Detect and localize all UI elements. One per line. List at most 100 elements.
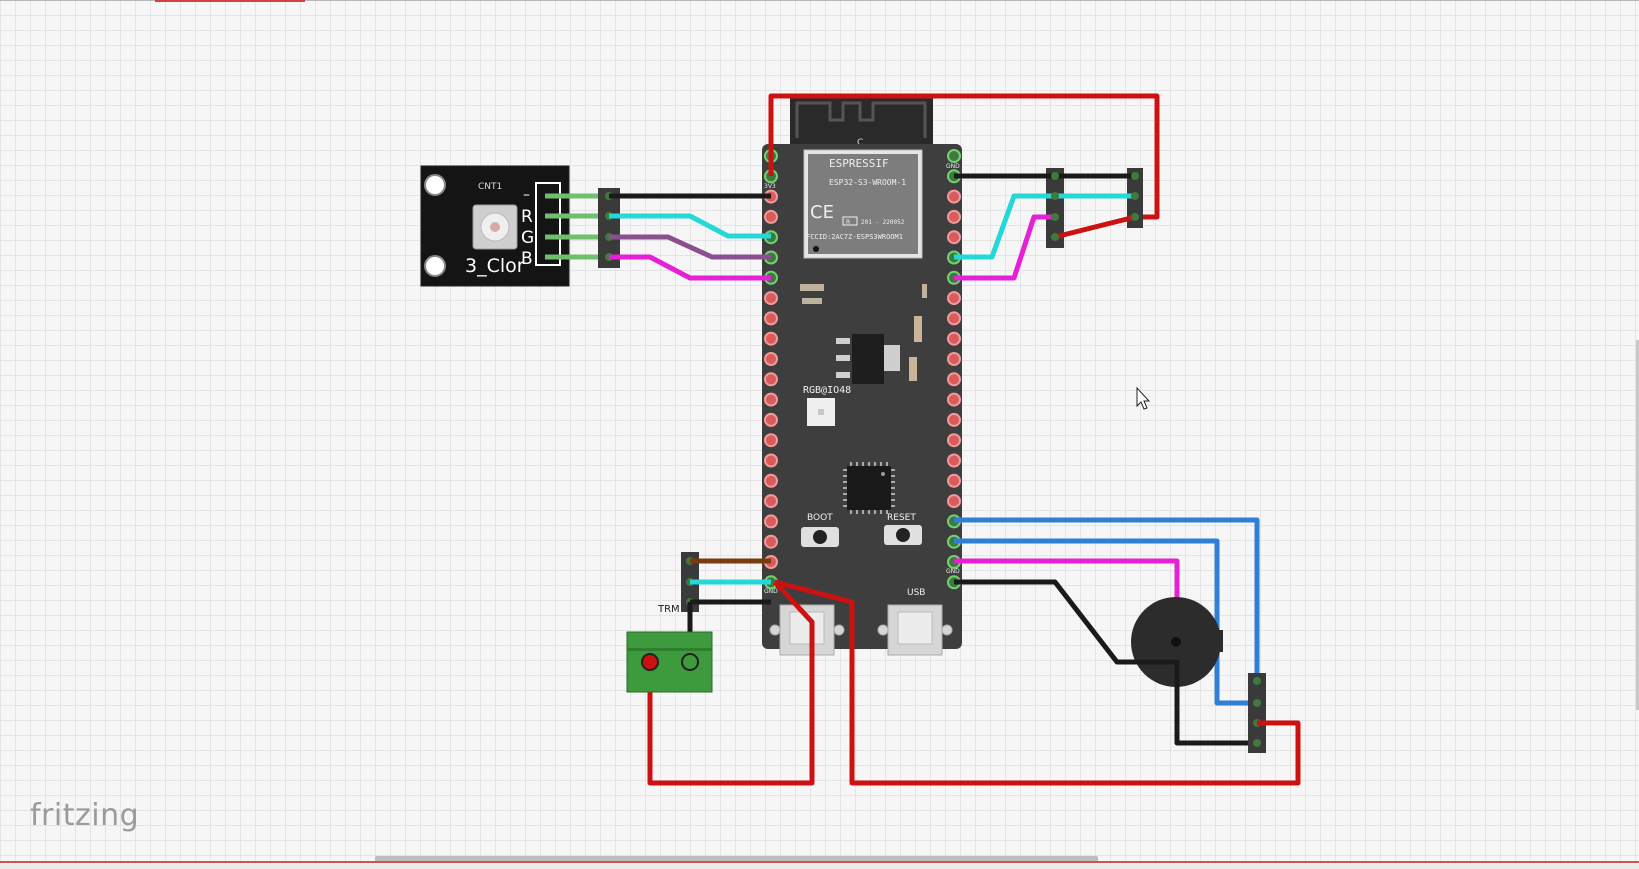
right-pin[interactable] xyxy=(947,331,961,346)
wire-blue-2[interactable] xyxy=(954,538,1257,706)
rgb-module-leads xyxy=(545,193,605,260)
smd-resistor-b xyxy=(802,298,822,304)
smd-resistor-a xyxy=(800,284,824,291)
cert-code: 201 - 220052 xyxy=(861,219,905,226)
left-pin[interactable] xyxy=(764,494,778,509)
pin-label-frame xyxy=(535,182,561,266)
chip-dot xyxy=(881,472,885,476)
terminal-label: TRM xyxy=(657,604,680,615)
left-pin[interactable] xyxy=(764,412,778,427)
right-pin[interactable] xyxy=(947,392,961,407)
mount-hole-top xyxy=(424,174,446,196)
usb-port-uart[interactable] xyxy=(769,604,845,656)
rgb-module-ref: CNT1 xyxy=(478,182,502,192)
fcc-id: FCCID:2AC7Z-ESPS3WROOM1 xyxy=(806,233,903,241)
screw-terminal[interactable] xyxy=(626,631,713,693)
top-right-header-pins xyxy=(1051,172,1139,241)
boot-button[interactable] xyxy=(801,527,839,547)
fritzing-logo: fritzing xyxy=(30,798,140,833)
right-pin[interactable] xyxy=(947,230,961,245)
onboard-rgb-label: RGB@IO48 xyxy=(803,385,851,396)
rgb-led-die xyxy=(490,222,500,232)
wire-gnd-buzzer[interactable] xyxy=(954,579,1257,746)
esp32-pcb xyxy=(762,144,962,649)
header-body xyxy=(598,188,620,268)
module-model: ESP32-S3-WROOM-1 xyxy=(829,178,906,187)
smd-cap-b xyxy=(914,316,922,342)
antenna-trace xyxy=(795,101,927,138)
left-pin-header[interactable] xyxy=(764,149,778,590)
right-pin[interactable] xyxy=(947,291,961,306)
right-pin[interactable] xyxy=(947,453,961,468)
left-pin[interactable] xyxy=(764,311,778,326)
mount-hole-bottom xyxy=(424,255,446,277)
vertical-scroll-edge[interactable] xyxy=(1636,340,1639,710)
right-pin[interactable] xyxy=(947,433,961,448)
canvas-bottom-edge xyxy=(0,861,1639,869)
r-mark-box xyxy=(842,216,858,226)
r-mark: R xyxy=(846,219,850,226)
usb-port-otg[interactable] xyxy=(877,604,953,656)
left-pin[interactable] xyxy=(764,473,778,488)
left-pin[interactable] xyxy=(764,209,778,224)
espressif-brand: ESPRESSIF xyxy=(829,157,889,170)
canvas-top-border xyxy=(0,0,1639,1)
left-pin[interactable] xyxy=(764,291,778,306)
wire-rgb-b[interactable] xyxy=(609,254,771,281)
regulator-pins xyxy=(836,338,900,378)
right-pin[interactable] xyxy=(947,494,961,509)
wire-cyan-top-right[interactable] xyxy=(954,193,1135,260)
reset-button[interactable] xyxy=(884,525,922,545)
wire-magenta-top-right[interactable] xyxy=(954,214,1055,281)
left-pin-gnd-label: GND xyxy=(764,588,778,595)
onboard-rgb-led-die xyxy=(818,409,824,415)
left-pin[interactable] xyxy=(764,392,778,407)
active-tab-indicator xyxy=(155,0,305,2)
wire-rgb-g[interactable] xyxy=(609,234,771,260)
left-pin[interactable] xyxy=(764,331,778,346)
left-pin[interactable] xyxy=(764,372,778,387)
right-pin[interactable] xyxy=(947,352,961,366)
mouse-cursor-icon xyxy=(1136,386,1151,410)
right-pin[interactable] xyxy=(947,311,961,326)
right-pin[interactable] xyxy=(947,412,961,427)
left-pin-3v3-label: 3V3 xyxy=(764,183,776,190)
usb-label: USB xyxy=(907,588,925,598)
reset-label: RESET xyxy=(887,513,916,523)
right-pin[interactable] xyxy=(947,149,961,163)
right-pin[interactable] xyxy=(947,209,961,224)
right-pin-gnd-label: GND xyxy=(946,568,960,575)
pin-label-g: G xyxy=(521,228,534,248)
wire-5v-terminal[interactable] xyxy=(647,580,815,786)
esp32-s3-board[interactable]: C ESPRESSIF ESP32-S3-WROOM-1 CE R 201 - … xyxy=(762,98,962,656)
wire-3v3-top[interactable] xyxy=(768,93,1160,220)
right-pin[interactable] xyxy=(947,473,961,488)
smd-cap-c xyxy=(909,357,917,381)
left-pin[interactable] xyxy=(764,534,778,549)
left-pin[interactable] xyxy=(764,433,778,448)
left-pin[interactable] xyxy=(764,352,778,366)
rgb-led-module[interactable]: CNT1 3_Clor – R G B xyxy=(420,165,605,287)
wire-5v-bottom[interactable] xyxy=(774,579,1301,786)
wire-red-top-right[interactable] xyxy=(1054,214,1136,240)
voltage-regulator xyxy=(852,334,884,384)
module-label-area xyxy=(808,154,918,254)
pin-label-b: B xyxy=(521,249,533,269)
right-pin-gnd-top-label: GND xyxy=(946,163,960,170)
antenna-label: C xyxy=(857,138,863,148)
smd-cap-a xyxy=(922,284,927,298)
rgb-module-label: 3_Clor xyxy=(465,255,525,277)
wire-blue-1[interactable] xyxy=(954,517,1260,681)
left-pin[interactable] xyxy=(764,514,778,529)
wire-rgb-r[interactable] xyxy=(609,213,771,239)
pin1-marker xyxy=(813,246,819,252)
bottom-right-header[interactable] xyxy=(1248,673,1266,753)
right-pin[interactable] xyxy=(947,372,961,387)
ce-mark: CE xyxy=(810,202,834,223)
pin-label-r: R xyxy=(521,207,533,227)
boot-label: BOOT xyxy=(807,513,833,523)
right-pin[interactable] xyxy=(947,189,961,204)
left-pin[interactable] xyxy=(764,453,778,468)
pin-label-minus: – xyxy=(523,187,530,203)
